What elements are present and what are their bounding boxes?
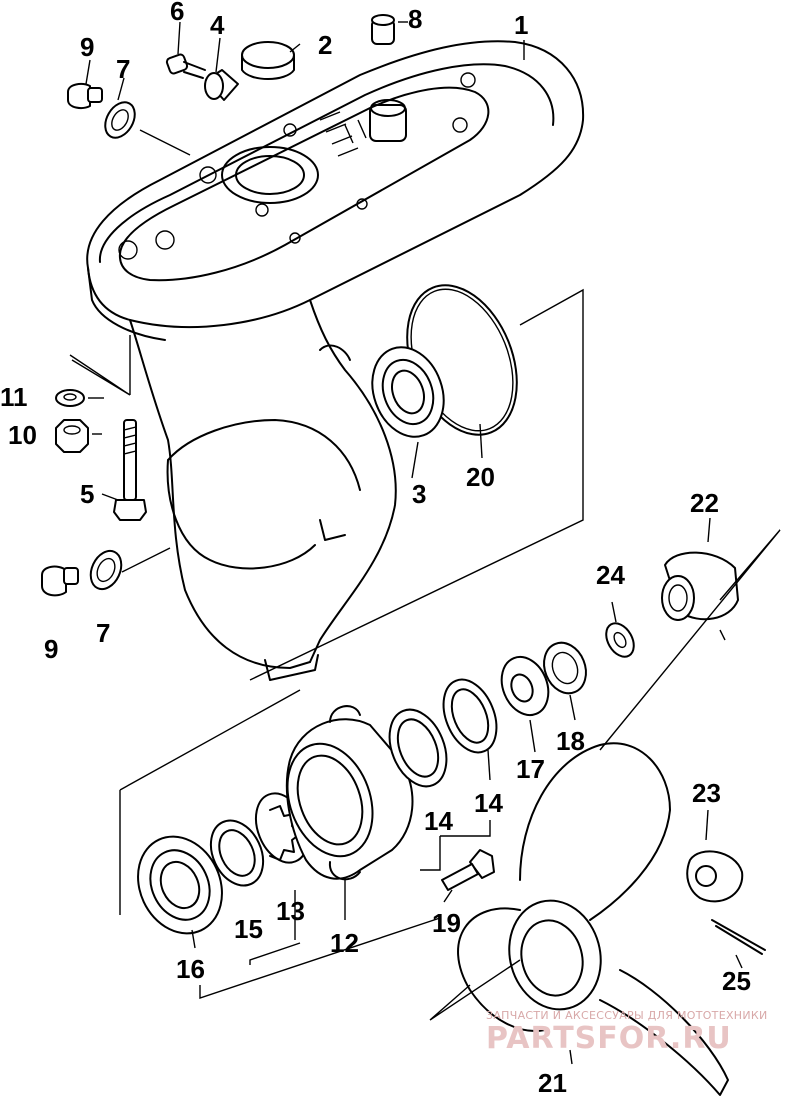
- callout-13: 13: [276, 896, 305, 926]
- callout-2: 2: [318, 30, 332, 60]
- drain-plug-part-9-top: [67, 83, 103, 109]
- washer-part-7-top: [104, 101, 136, 139]
- callout-10: 10: [8, 420, 37, 450]
- watermark-tagline: ЗАПЧАСТИ И АКСЕССУАРЫ ДЛЯ МОТОТЕХНИКИ: [486, 1009, 768, 1022]
- callout-7-top: 7: [116, 54, 130, 84]
- callout-9-top: 9: [80, 32, 94, 62]
- callout-25: 25: [722, 966, 751, 996]
- callout-12: 12: [330, 928, 359, 958]
- thrust-hub-part-22: [661, 551, 739, 621]
- washer-part-24: [605, 622, 635, 658]
- callout-4: 4: [210, 10, 225, 40]
- callout-labels: 1 2 3 4 5 6 7 7 8 9 9 10 11 12 13 14 14 …: [0, 0, 751, 1098]
- bearing-carrier-part-12: [285, 705, 414, 881]
- cotter-pin-part-25: [711, 919, 766, 955]
- watermark-brand: PARTSFOR.RU: [486, 1021, 732, 1056]
- gear-housing: [86, 40, 585, 681]
- nut-part-10: [55, 419, 89, 453]
- watermark: ЗАПЧАСТИ И АКСЕССУАРЫ ДЛЯ МОТОТЕХНИКИ PA…: [486, 1009, 768, 1056]
- bearing-part-16: [137, 835, 223, 935]
- callout-6: 6: [170, 0, 184, 26]
- seal-part-14b: [442, 678, 498, 754]
- thrust-washer-part-17: [500, 655, 550, 717]
- callout-14-left: 14: [424, 806, 453, 836]
- callout-7-bottom: 7: [96, 618, 110, 648]
- callout-9-bottom: 9: [44, 634, 58, 664]
- callout-17: 17: [516, 754, 545, 784]
- callout-18: 18: [556, 726, 585, 756]
- bearing-part-3: [371, 346, 445, 438]
- callout-23: 23: [692, 778, 721, 808]
- callout-14-right: 14: [474, 788, 503, 818]
- nut-part-23: [686, 850, 744, 903]
- callout-3: 3: [412, 479, 426, 509]
- callout-19: 19: [432, 908, 461, 938]
- callout-16: 16: [176, 954, 205, 984]
- bolt-part-19: [441, 849, 495, 891]
- callout-8: 8: [408, 4, 422, 34]
- leader-lines: [69, 21, 781, 1065]
- callout-1: 1: [514, 10, 528, 40]
- callout-21: 21: [538, 1068, 567, 1098]
- grommet-part-8: [371, 14, 395, 45]
- callout-24: 24: [596, 560, 625, 590]
- bearing-part-15: [209, 819, 265, 887]
- screw-part-6: [165, 53, 206, 79]
- bushing-part-4: [204, 69, 239, 101]
- washer-part-11: [55, 389, 85, 407]
- callout-22: 22: [690, 488, 719, 518]
- drain-plug-part-9-bottom: [41, 565, 79, 597]
- callout-5: 5: [80, 479, 94, 509]
- callout-20: 20: [466, 462, 495, 492]
- propeller-part-21: [457, 742, 729, 1096]
- spacer-part-18: [543, 641, 587, 695]
- callout-15: 15: [234, 914, 263, 944]
- stud-part-5: [113, 419, 147, 521]
- callout-11: 11: [0, 382, 28, 412]
- washer-part-7-bottom: [89, 549, 123, 591]
- seal-part-2: [241, 41, 295, 80]
- seal-part-14a: [388, 708, 448, 788]
